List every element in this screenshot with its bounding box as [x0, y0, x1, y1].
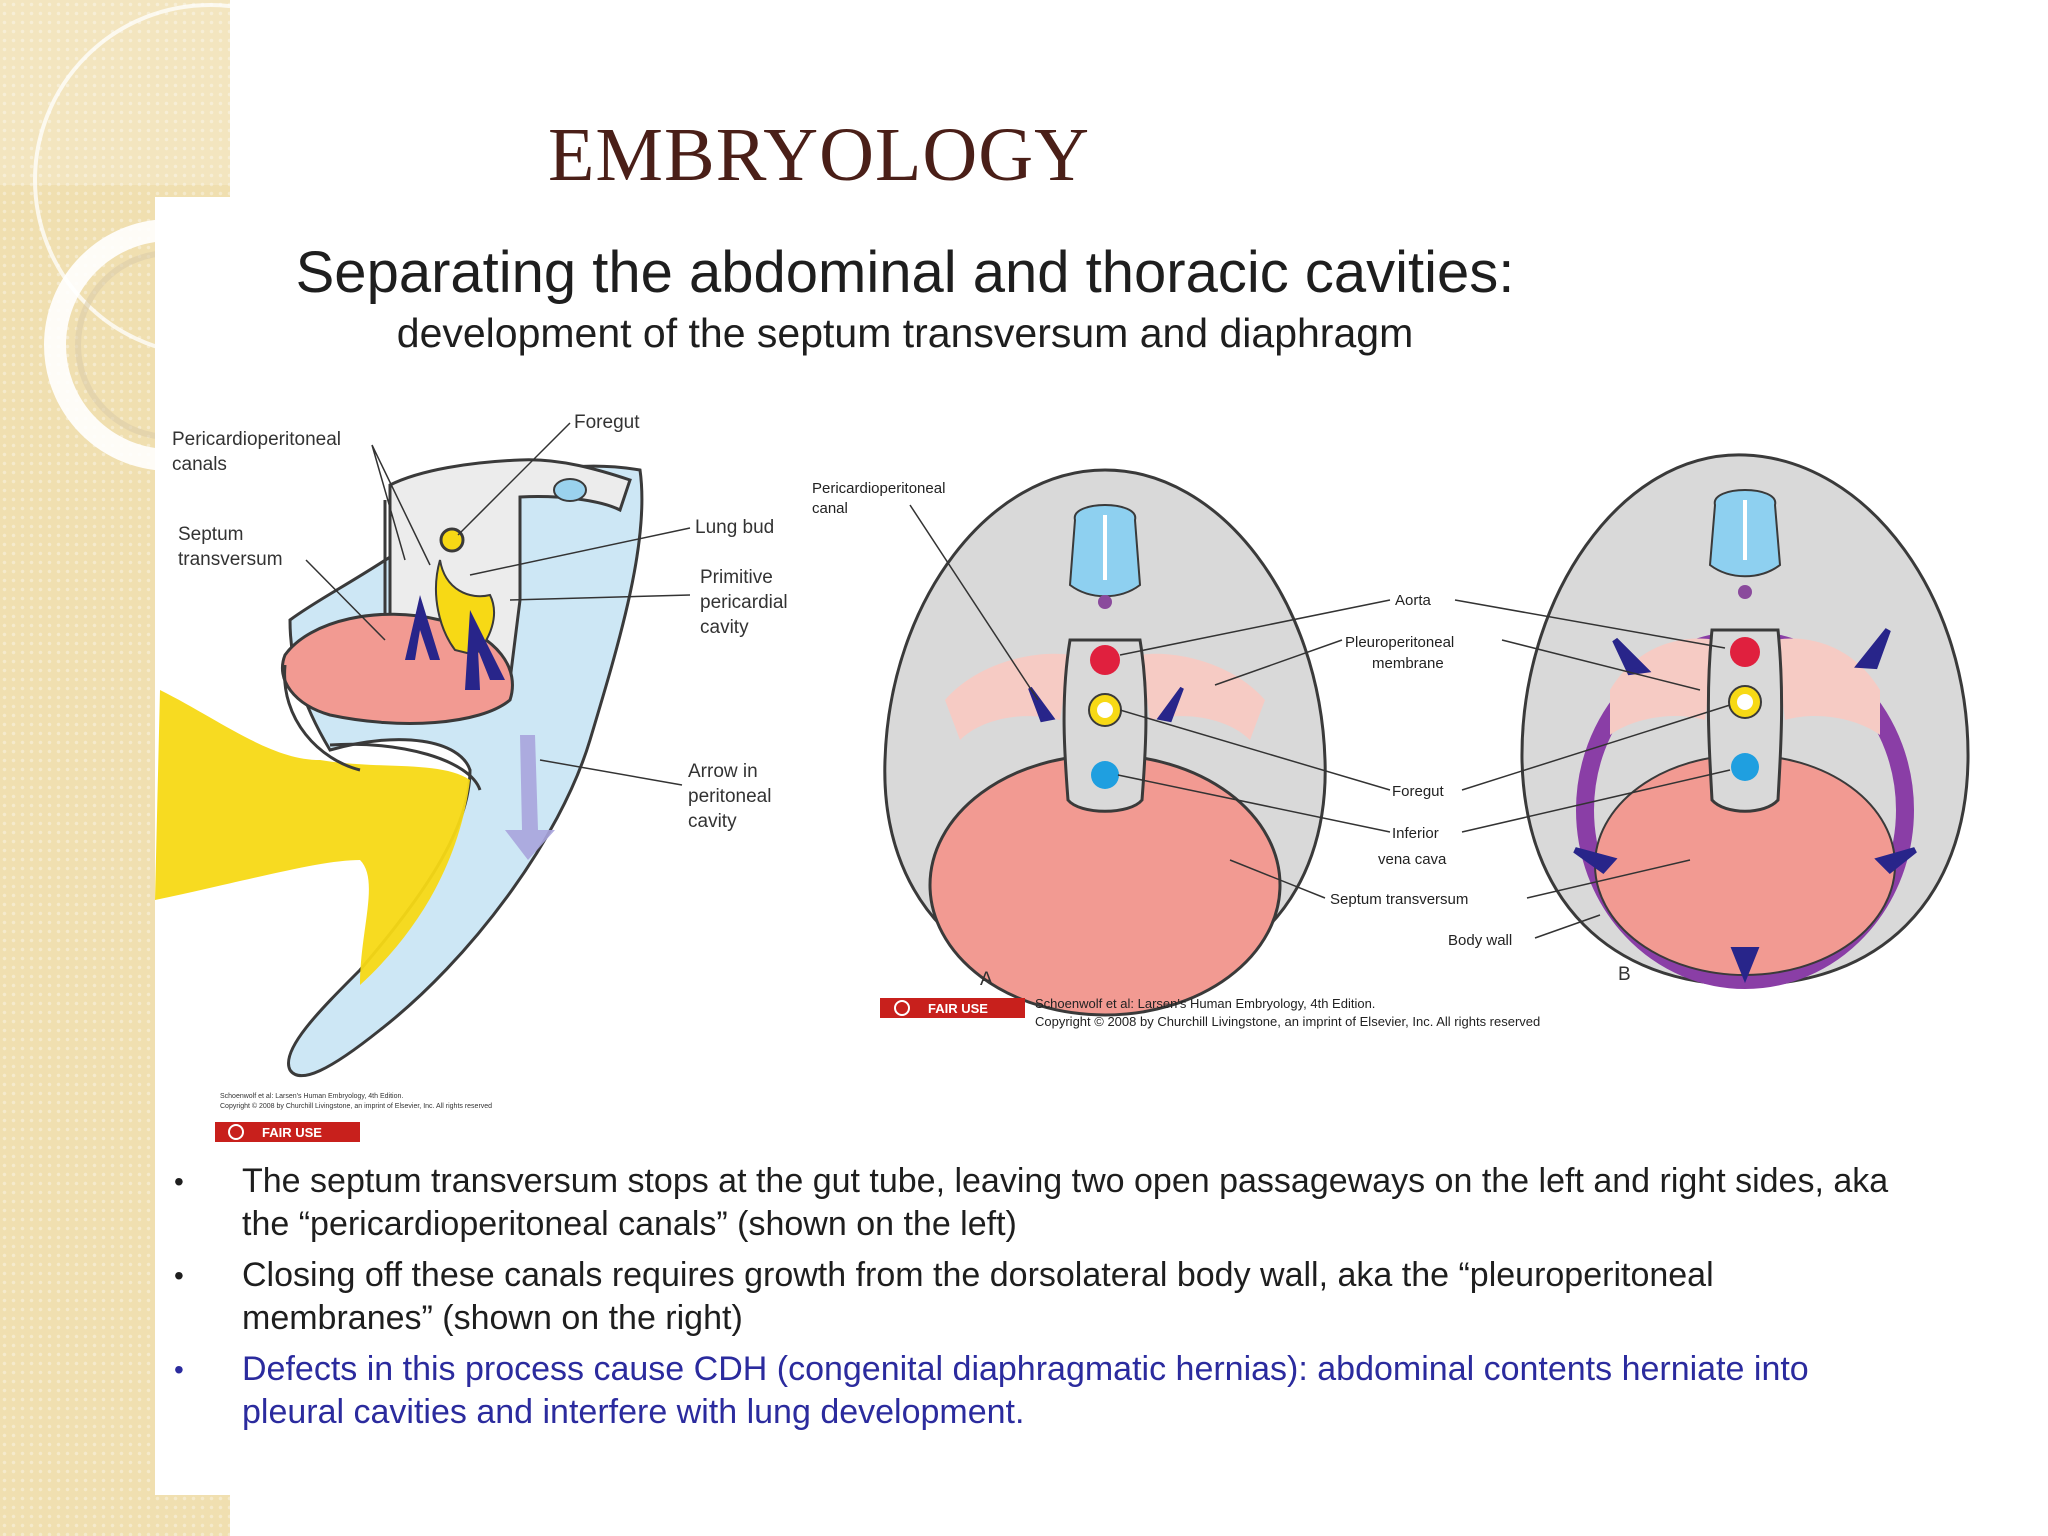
cross-section-b: B [1520, 453, 1970, 989]
panel-b-label: B [1618, 964, 1631, 985]
label-canal-1: Pericardioperitoneal [812, 480, 945, 497]
bullet-marker: • [174, 1354, 184, 1385]
label-aorta: Aorta [1395, 592, 1432, 609]
right-leader-lines [909, 504, 1731, 939]
left-embryo-diagram: Pericardioperitoneal canals Foregut Sept… [155, 412, 788, 1142]
left-fair-use-badge [215, 1122, 360, 1142]
label-ivc-2: vena cava [1378, 851, 1447, 868]
left-credit-2: Copyright © 2008 by Churchill Livingston… [220, 1102, 492, 1110]
right-credit-1: Schoenwolf et al: Larsen's Human Embryol… [1035, 996, 1375, 1011]
copyright-icon [894, 1000, 910, 1016]
diaphragm-diagram: Pericardioperitoneal canals Foregut Sept… [155, 412, 1970, 1142]
label-pericardioperitoneal-canals-2: canals [172, 454, 227, 475]
label-body-wall: Body wall [1448, 932, 1512, 949]
label-septum-right: Septum transversum [1330, 891, 1468, 908]
left-credit-1: Schoenwolf et al: Larsen's Human Embryol… [220, 1093, 403, 1100]
label-foregut-left: Foregut [574, 412, 640, 433]
slide-title: EMBRYOLOGY [548, 113, 1091, 197]
copyright-icon [228, 1124, 244, 1140]
label-arrow-3: cavity [688, 811, 737, 832]
bullet-item-2: • Closing off these canals requires growt… [170, 1254, 1890, 1340]
label-pleuroperitoneal-1: Pleuroperitoneal [1345, 634, 1454, 651]
left-badge-text: FAIR USE [262, 1125, 322, 1140]
bullet-list: • The septum transversum stops at the gut… [170, 1160, 1890, 1442]
bullet-item-1: • The septum transversum stops at the gut… [170, 1160, 1890, 1246]
label-pericardioperitoneal-canals: Pericardioperitoneal [172, 429, 341, 450]
label-foregut-right: Foregut [1392, 783, 1445, 800]
label-canal-2: canal [812, 500, 848, 517]
bullet-marker: • [174, 1166, 184, 1197]
label-arrow-2: peritoneal [688, 786, 771, 807]
bullet-marker: • [174, 1260, 184, 1291]
cross-section-a: A [883, 468, 1327, 1017]
right-badge-text: FAIR USE [928, 1001, 988, 1016]
label-primitive-2: pericardial [700, 592, 788, 613]
label-primitive-3: cavity [700, 617, 749, 638]
bullet-text-3: Defects in this process cause CDH (conge… [242, 1350, 1809, 1431]
label-septum-left: Septum [178, 524, 243, 545]
figure-title: Separating the abdominal and thoracic ca… [295, 240, 1515, 305]
label-pleuroperitoneal-2: membrane [1372, 655, 1444, 672]
bullet-text-1: The septum transversum stops at the gut … [242, 1162, 1889, 1243]
bullet-item-3: • Defects in this process cause CDH (cong… [170, 1348, 1890, 1434]
label-septum-left-2: transversum [178, 549, 283, 570]
label-ivc-1: Inferior [1392, 825, 1439, 842]
label-arrow-1: Arrow in [688, 761, 758, 782]
panel-a-label: A [980, 969, 993, 990]
label-primitive-1: Primitive [700, 567, 773, 588]
bullet-text-2: Closing off these canals requires growth… [242, 1256, 1714, 1337]
right-fair-use-badge [880, 998, 1025, 1018]
right-labels: Pericardioperitoneal canal Aorta Pleurop… [812, 480, 1540, 1029]
right-credit-2: Copyright © 2008 by Churchill Livingston… [1035, 1014, 1540, 1029]
figure-subtitle: development of the septum transversum an… [396, 310, 1414, 356]
label-lung-bud: Lung bud [695, 517, 774, 538]
